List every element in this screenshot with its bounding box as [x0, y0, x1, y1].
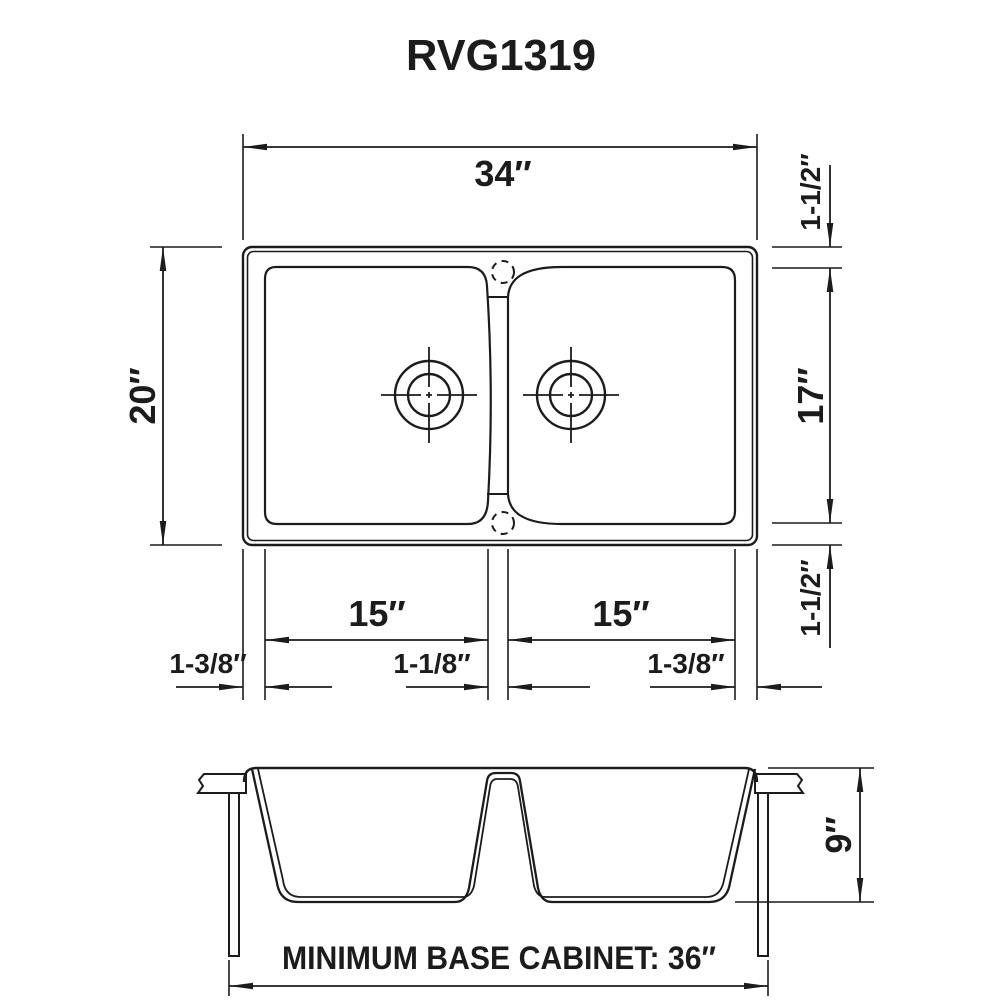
- sink-rim-outer: [241, 245, 759, 547]
- overall-depth-label: 20″: [122, 367, 163, 424]
- model-number-title: RVG1319: [406, 31, 596, 80]
- right-drain: [523, 347, 619, 443]
- dim-overall-depth: 20″: [122, 246, 222, 546]
- right-rail-label: 1-3/8″: [647, 648, 724, 679]
- dim-overall-width: 34″: [242, 134, 758, 240]
- top-rail-label: 1-1/2″: [795, 153, 826, 230]
- countertop-left: [196, 773, 247, 794]
- divider-width-label: 1-1/8″: [393, 648, 470, 679]
- basin-inner-profile: [257, 768, 750, 898]
- left-rail-label: 1-3/8″: [169, 648, 246, 679]
- right-bowl-outline: [506, 265, 737, 526]
- left-drain: [381, 347, 477, 443]
- dim-rails: 1-3/8″ 1-1/8″ 1-3/8″: [169, 648, 822, 691]
- bowl-depth-label: 9″: [818, 816, 859, 853]
- basin-outer-profile: [250, 768, 757, 904]
- cabinet-leg-left: [228, 793, 240, 957]
- mount-hole-bottom: [491, 511, 515, 535]
- base-cabinet-note: MINIMUM BASE CABINET: 36″: [282, 940, 716, 976]
- countertop-right: [754, 773, 805, 794]
- sink-rim-profile: [242, 766, 759, 783]
- overall-width-label: 34″: [474, 153, 531, 194]
- cabinet-leg-right: [757, 793, 769, 957]
- dim-base-cabinet: MINIMUM BASE CABINET: 36″: [228, 940, 769, 996]
- dim-bowl-depth: 9″: [735, 767, 874, 903]
- bottom-rail-label: 1-1/2″: [795, 559, 826, 636]
- sink-rim-inner: [246, 250, 754, 542]
- mount-hole-top: [491, 260, 515, 284]
- dim-right-chain: 1-1/2″ 17″ 1-1/2″: [772, 153, 842, 648]
- bowl-front-back-label: 17″: [790, 367, 831, 424]
- sink-side-view: 9″ MINIMUM BASE CABINET: 36″: [196, 766, 874, 996]
- dim-bowl-widths: 15″ 15″: [242, 549, 758, 700]
- sink-top-view: [241, 245, 759, 547]
- right-bowl-width-label: 15″: [592, 593, 649, 634]
- left-bowl-outline: [263, 265, 492, 526]
- left-bowl-width-label: 15″: [348, 593, 405, 634]
